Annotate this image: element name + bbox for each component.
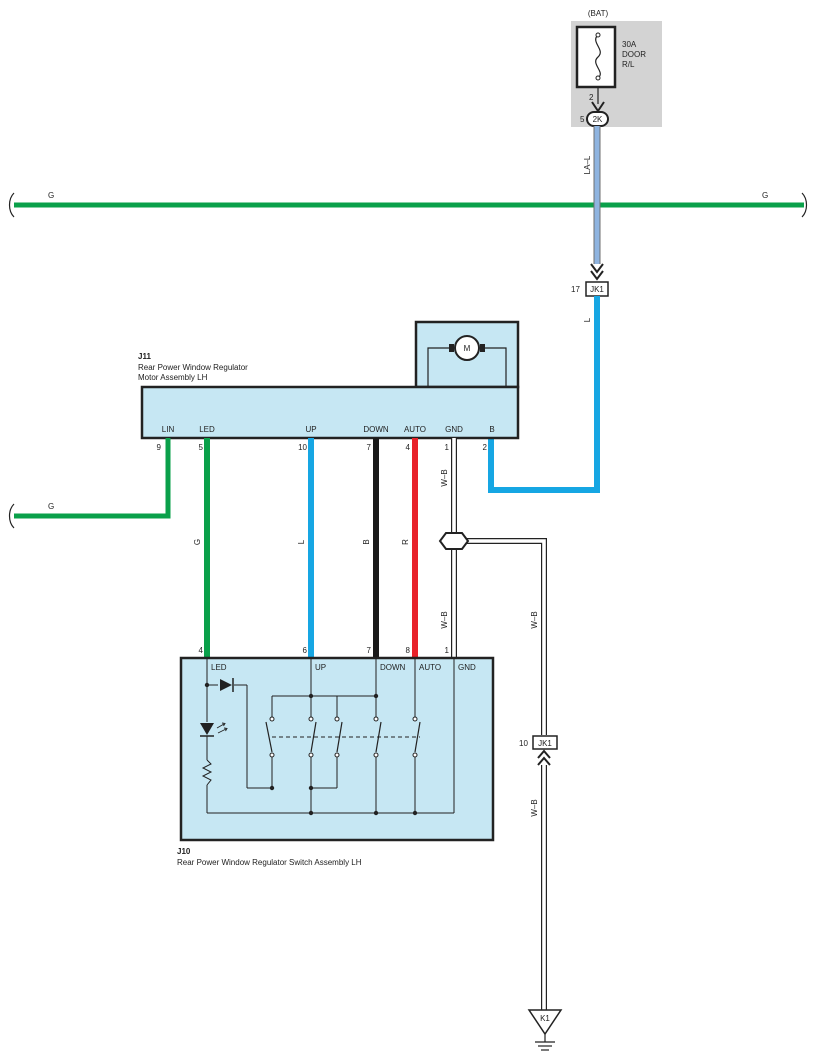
wire-wb-branch [454,539,546,735]
switch-circuit [206,658,455,814]
j10-pin-auto-num: 8 [406,646,411,655]
j11-pin-gnd-label: GND [445,425,463,434]
j11-pin-up-num: 10 [298,443,307,452]
switch-blades [265,721,421,753]
wire-r-label: R [401,539,410,545]
motor-brush-left [449,344,454,352]
j11-pin-gnd-num: 1 [445,443,450,452]
splice-point [438,532,470,550]
fuse-rating: 30A [622,40,637,49]
jk1-top-connector-icon [590,263,604,281]
wire-l-label: L [297,539,306,544]
j10-pin-auto-label: AUTO [419,663,441,672]
j10-pin-up-label: UP [315,663,326,672]
junction-dots [204,682,418,816]
j11-box [140,385,520,440]
j11-name-line1: Rear Power Window Regulator [138,363,248,372]
wire-w-b-top-label: W–B [440,469,449,486]
j11-pin-led-label: LED [199,425,215,434]
fuse-pin: 2 [589,93,594,102]
j11-id: J11 [138,352,151,361]
wire-g-lower-label: G [48,502,54,511]
resistor-icon [201,759,213,786]
wire-w-b-mid-label: W–B [440,611,449,628]
led-light-rays-icon [216,722,228,734]
switch-contacts [269,716,418,758]
jk1-bottom-label: JK1 [538,739,552,748]
motor-leads [427,347,507,387]
jk1-bottom-connector-icon [537,749,551,766]
wire-break-right-icon [801,192,808,218]
j10-pin-up-num: 6 [303,646,308,655]
j11-pin-b-num: 2 [483,443,488,452]
led-indicator-icon [200,723,214,735]
motor-brush-right [480,344,485,352]
ground-label: K1 [540,1014,550,1023]
fuse-supply-label: (BAT) [588,9,609,18]
motor-icon [454,335,480,361]
j10-pin-led-label: LED [211,663,227,672]
j11-pin-up-label: UP [305,425,316,434]
fuse-name-line1: DOOR [622,50,646,59]
wire-la-l-label: LA–L [583,155,592,174]
j11-pin-lin-num: 9 [157,443,162,452]
wire-g-right-label: G [762,191,768,200]
wire-g-left-label: G [48,191,54,200]
j11-pin-auto-num: 4 [406,443,411,452]
wire-g-label: G [193,539,202,545]
wire-lin-g [14,438,171,519]
wire-l-jk1-label: L [583,317,592,322]
j11-pin-auto-label: AUTO [404,425,426,434]
jk1-top-label: JK1 [590,285,604,294]
j10-pin-led-num: 4 [199,646,204,655]
j10-name: Rear Power Window Regulator Switch Assem… [177,858,362,867]
diode-icon [220,679,232,691]
wire-w-b-right-label: W–B [530,611,539,628]
j10-pin-gnd-num: 1 [445,646,450,655]
jk1-bottom-pin: 10 [519,739,528,748]
connector-2k-label: 2K [593,115,603,124]
j11-pin-down-label: DOWN [363,425,389,434]
j10-id: J10 [177,847,191,856]
j10-pin-down-label: DOWN [380,663,406,672]
motor-label: M [464,344,471,353]
fuse-terminal-top [595,32,601,38]
wire-break-left-icon [8,192,15,218]
wire-w-b-bottom-label: W–B [530,799,539,816]
wire-break-lower-icon [8,503,15,529]
j11-pin-lin-label: LIN [162,425,175,434]
j11-name-line2: Motor Assembly LH [138,373,208,382]
j10-pin-down-num: 7 [367,646,372,655]
connector-2k-pin: 5 [580,115,585,124]
jk1-top-pin: 17 [571,285,580,294]
ground-point-triangle [527,1009,563,1036]
fuse-icon [595,34,601,79]
fuse-name-line2: R/L [622,60,635,69]
j11-pin-down-num: 7 [367,443,372,452]
j11-pin-b-label: B [489,425,494,434]
j10-pin-gnd-label: GND [458,663,476,672]
wire-b-label: B [362,539,371,544]
fuse-terminal-bottom [595,75,601,81]
j11-pin-led-num: 5 [199,443,204,452]
jk1-bottom-junction [532,735,558,750]
wire-l-to-b [488,296,600,493]
